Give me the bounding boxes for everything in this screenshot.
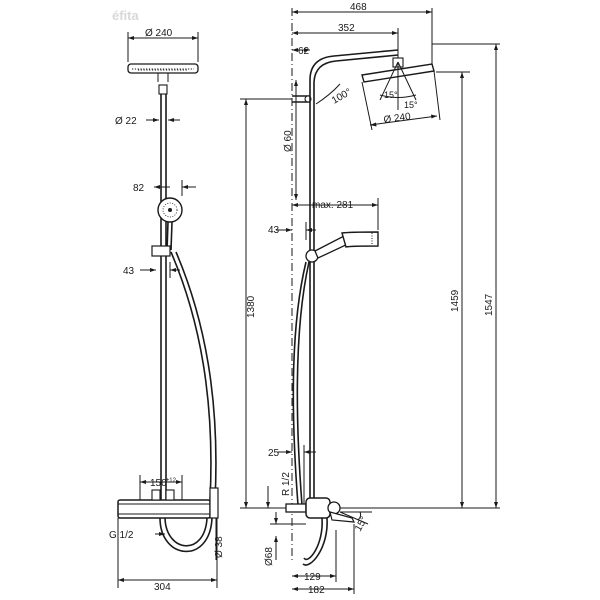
dim-side-spout-diameter: Ø68 [264,512,306,566]
dim-side-depth-2: 182 [292,524,355,596]
dim-front-outlet: Ø 38 [207,517,225,560]
holder-front [151,245,171,257]
hand-shower-front [157,197,183,251]
label-side-depth-1: 129 [304,572,321,583]
label-side-tilt-1: 15° [384,90,398,100]
dim-side-depth-1: 129 [292,530,337,583]
label-side-handshower-reach: max. 281 [312,200,354,211]
mixer-front [117,487,219,519]
label-front-valve-tolerance: ±12 [166,478,177,484]
label-side-arm-angle: 100° [330,87,353,107]
overhead-shower-front [127,63,199,95]
label-side-total-height: 1547 [484,293,495,316]
tilt-indicators-side: 15° 15° [379,61,418,110]
dim-side-spout-angle: 15° [339,511,372,534]
spout-hose-front [159,517,213,553]
label-front-inlet: G 1/2 [109,530,134,541]
hand-shower-side [305,231,379,263]
label-side-riser-spacing: Ø 60 [283,130,294,152]
riser-pipe-side [309,95,315,508]
hose-front [170,251,217,501]
mixer-side [285,497,356,523]
dim-front-pipe-diameter: Ø 22 [115,116,180,127]
label-front-head-diameter: Ø 240 [145,28,173,39]
label-side-head-diameter: Ø 240 [383,111,412,126]
label-side-head-height: 1459 [450,289,461,312]
label-front-outlet: Ø 38 [214,536,225,558]
dim-front-holder: 43 [123,262,180,278]
dim-side-riser-spacing: Ø 60 [283,80,298,200]
riser-pipe-front [160,94,167,500]
dim-side-arm-length: 352 [292,23,399,58]
spout-hose-side [302,517,328,566]
dim-side-holder-depth: 43 [268,222,316,240]
label-side-wall-offset: 25 [268,448,280,459]
label-front-overall-width: 304 [154,582,171,593]
dim-side-head-diameter: Ø 240 [361,70,441,131]
arc-side-arm-angle [315,83,341,105]
label-side-arm-reach: 468 [350,2,367,13]
dim-front-valve-spacing: 150 ±12 [139,475,183,500]
label-front-holder: 43 [123,266,135,277]
shower-arm-side [309,49,399,95]
side-view: 468 352 62 100° [240,2,500,596]
dim-side-riser-height: 1380 [244,99,257,508]
dim-front-head-diameter: Ø 240 [127,28,199,62]
dim-side-thread: R 1/2 [266,472,292,508]
wall-bracket-top [292,95,312,103]
label-side-tilt-2: 15° [404,100,418,110]
label-side-depth-2: 182 [308,585,325,596]
dim-side-handshower-reach: max. 281 [292,198,379,230]
label-side-spout-diameter: Ø68 [264,547,275,566]
watermark-logo: éfita [112,8,140,23]
label-front-pipe-diameter: Ø 22 [115,116,137,127]
dim-front-inlet: G 1/2 [109,518,165,588]
label-side-arm-length: 352 [338,23,355,34]
dim-side-head-height: 1459 [436,71,470,508]
label-side-riser-height: 1380 [246,295,257,318]
dim-side-wall-offset: 25 [268,445,316,512]
label-side-arm-offset: 62 [298,46,310,57]
label-side-holder-depth: 43 [268,225,280,236]
label-front-handshower: 82 [133,183,145,194]
dim-front-handshower: 82 [133,180,196,196]
dim-side-total-height: 1547 [432,43,500,508]
front-view: Ø 240 Ø 22 8 [109,28,225,593]
label-side-thread: R 1/2 [281,472,292,496]
dim-side-arm-offset: 62 [292,46,310,57]
hose-side [292,261,310,506]
label-side-spout-angle: 15° [353,515,370,534]
dim-side-arm-reach: 468 [292,2,433,64]
dim-front-overall-width: 304 [118,518,218,593]
label-front-valve-spacing: 150 [150,478,167,489]
